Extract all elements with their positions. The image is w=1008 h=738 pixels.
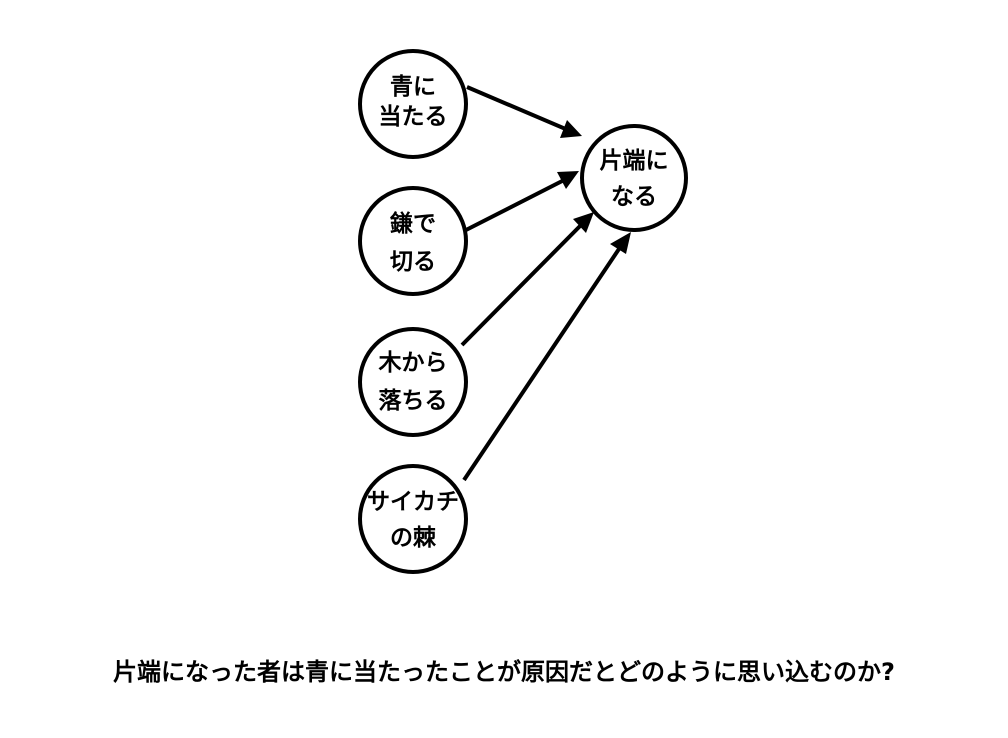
node-saikachi-line1: サイカチ [367, 489, 459, 515]
node-saikachi: サイカチ の棘 [358, 464, 468, 574]
node-target-line1: 片端に [600, 148, 669, 174]
arrowhead-tree [573, 212, 594, 233]
node-sickle-line1: 鎌で [390, 210, 436, 237]
question-caption: 片端になった者は青に当たったことが原因だとどのように思い込むのか? [113, 658, 895, 686]
arrow-blue-to-target [466, 85, 576, 135]
node-tree: 木から 落ちる [358, 327, 468, 437]
arrow-sickle-to-target [465, 174, 573, 232]
node-tree-line1: 木から [378, 350, 448, 376]
node-sickle: 鎌で 切る [358, 186, 468, 296]
node-blue-line2: 当たる [379, 104, 448, 130]
arrowhead-saikachi [610, 232, 631, 254]
node-sickle-line2: 切る [390, 249, 436, 275]
arrow-tree-to-target [460, 216, 590, 347]
node-tree-line2: 落ちる [379, 388, 448, 414]
node-target: 片端に なる [580, 124, 688, 232]
arrow-saikachi-to-target [462, 238, 627, 482]
arrowhead-sickle [557, 171, 579, 189]
node-blue-line1: 青に [390, 74, 436, 100]
arrows [460, 85, 631, 482]
arrowhead-blue [560, 120, 582, 138]
node-target-line2: なる [611, 184, 657, 210]
node-saikachi-line2: の棘 [390, 525, 437, 551]
node-blue: 青に 当たる [358, 49, 468, 159]
